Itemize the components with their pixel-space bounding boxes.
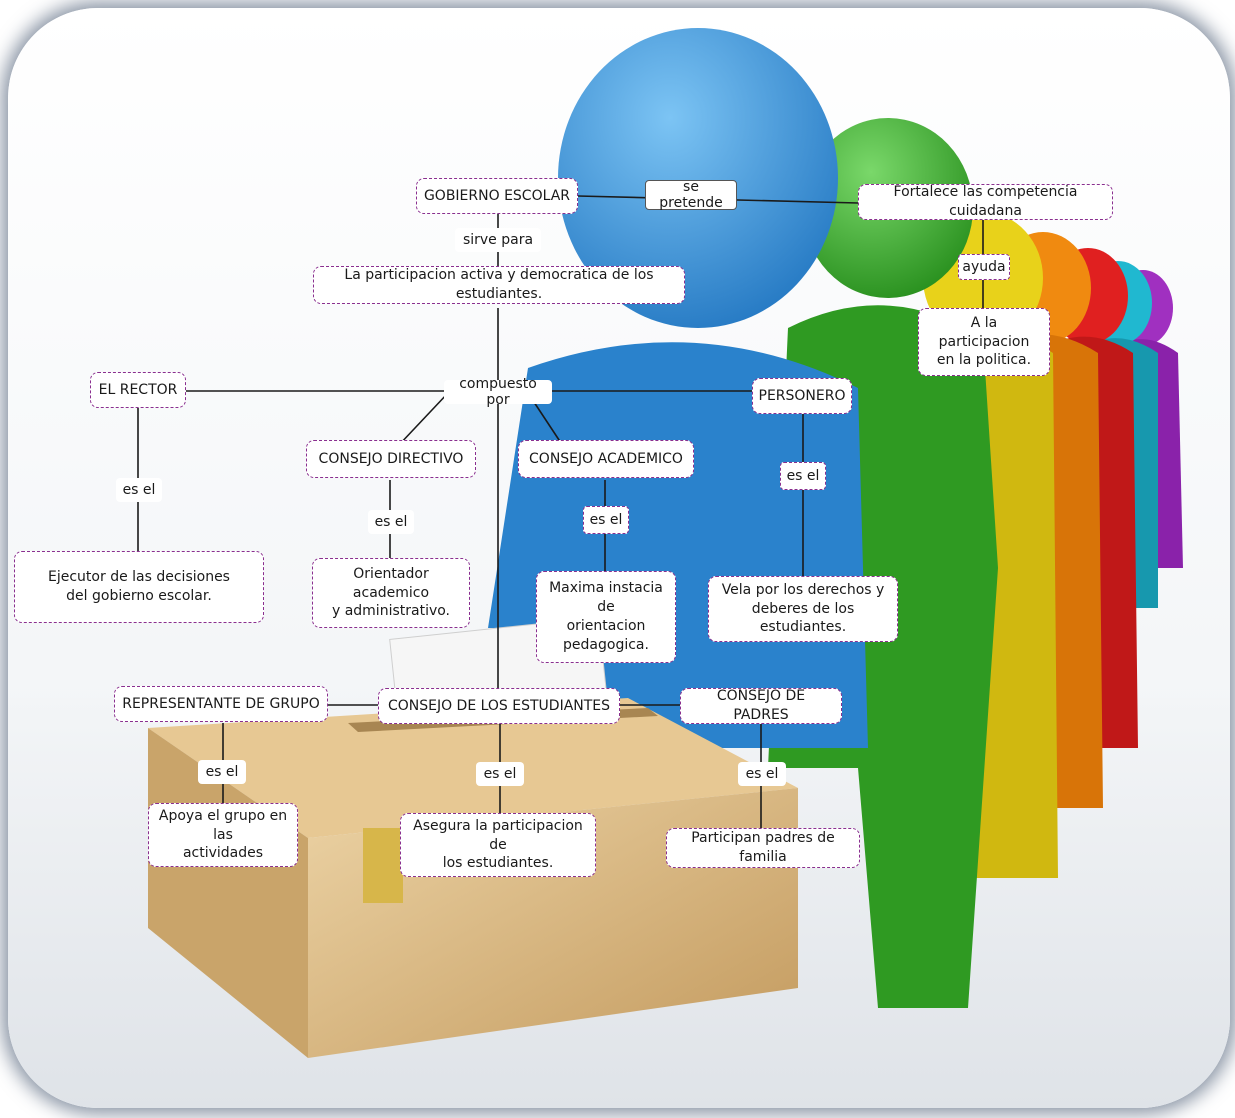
node-representante: REPRESENTANTE DE GRUPO [114,686,328,722]
node-asegura: Asegura la participacion de los estudian… [400,813,596,877]
node-consejo-directivo: CONSEJO DIRECTIVO [306,440,476,478]
node-participacion-politica: A la participacion en la politica. [918,308,1050,376]
node-consejo-academico: CONSEJO ACADEMICO [518,440,694,478]
link-es-el-rector: es el [116,478,162,502]
node-el-rector: EL RECTOR [90,372,186,408]
node-orientador: Orientador academico y administrativo. [312,558,470,628]
link-es-el-directivo: es el [368,510,414,534]
link-compuesto-por: compuesto por [444,376,552,408]
node-maxima: Maxima instacia de orientacion pedagogic… [536,571,676,663]
node-consejo-padres: CONSEJO DE PADRES [680,688,842,724]
node-personero: PERSONERO [752,378,852,414]
node-fortalece: Fortalece las competencia cuidadana [858,184,1113,220]
line-compuesto-directivo [397,392,449,447]
node-participacion-activa: La participacion activa y democratica de… [313,266,685,304]
link-se-pretende: se pretende [645,179,737,211]
node-ejecutor: Ejecutor de las decisiones del gobierno … [14,551,264,623]
link-es-el-estudiantes: es el [476,762,524,786]
node-consejo-estudiantes: CONSEJO DE LOS ESTUDIANTES [378,688,620,724]
node-vela: Vela por los derechos y deberes de los e… [708,576,898,642]
node-apoya: Apoya el grupo en las actividades [148,803,298,867]
padlock [363,828,403,903]
link-es-el-academico: es el [583,506,629,534]
link-ayuda: ayuda [958,254,1010,280]
link-es-el-representante: es el [198,760,246,784]
rounded-frame: se pretende sirve para ayuda compuesto p… [8,8,1230,1108]
node-gobierno-escolar: GOBIERNO ESCOLAR [416,178,578,214]
node-participan: Participan padres de familia [666,828,860,868]
link-es-el-padres: es el [738,762,786,786]
link-es-el-personero: es el [780,462,826,490]
link-sirve-para: sirve para [455,228,541,252]
